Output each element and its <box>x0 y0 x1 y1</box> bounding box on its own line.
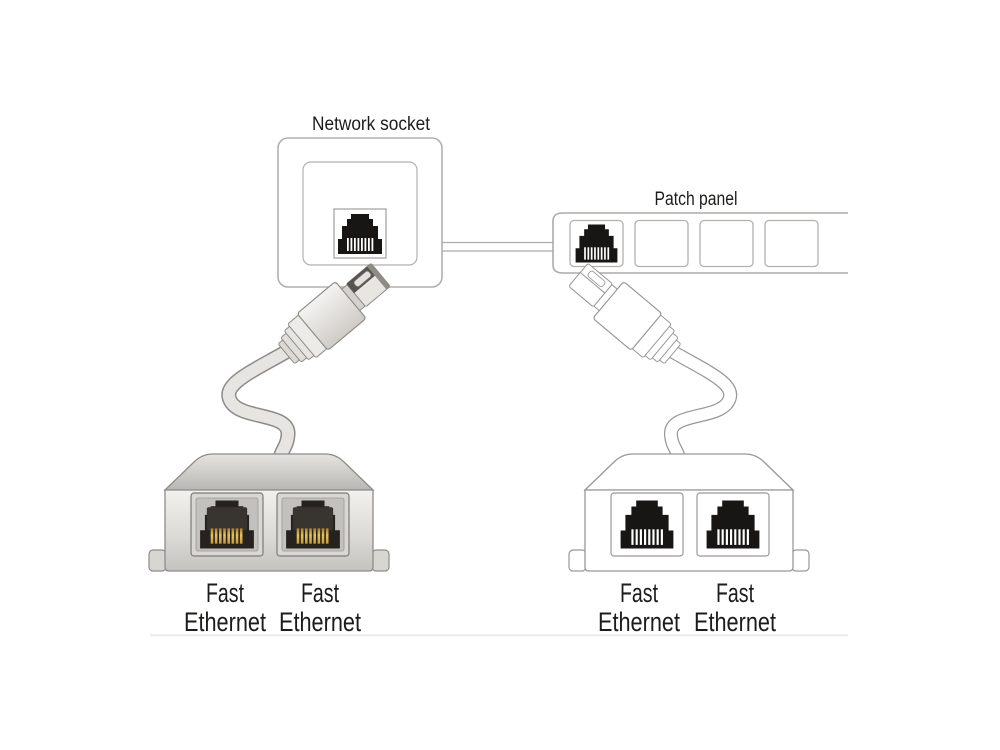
empty-port <box>699 219 754 268</box>
empty-port <box>764 219 819 268</box>
adapter-left-labels: Fast Ethernet Fast Ethernet <box>184 578 361 637</box>
rj45-plug-icon <box>569 263 681 364</box>
port-label-line1: Fast <box>206 578 244 608</box>
ground-shadow-line <box>150 634 848 637</box>
mount-tab <box>568 549 587 572</box>
mount-tab <box>148 549 167 572</box>
cable-left <box>221 341 299 469</box>
rj45-port <box>276 492 350 557</box>
port-label-line1: Fast <box>301 578 339 608</box>
port-label-line2: Ethernet <box>184 607 266 637</box>
port-label-line2: Ethernet <box>598 607 680 637</box>
rj45-jack-icon <box>200 500 254 549</box>
adapter-roof <box>163 453 375 491</box>
network-socket <box>277 137 443 288</box>
rj45-port <box>696 492 770 557</box>
rj45-port <box>610 492 684 557</box>
patch-panel-label: Patch panel <box>655 189 738 210</box>
rj45-plug-icon <box>278 263 391 364</box>
patch-panel <box>552 212 848 274</box>
empty-port <box>634 219 689 268</box>
rj45-port <box>190 492 264 557</box>
cable-right <box>661 342 737 468</box>
adapter-roof <box>583 453 795 491</box>
wall-cable <box>429 241 561 252</box>
port-label-line2: Ethernet <box>279 607 361 637</box>
adapter-left <box>148 453 390 572</box>
port-label-line1: Fast <box>716 578 754 608</box>
mount-tab <box>791 549 810 572</box>
rj45-jack-icon <box>286 500 340 549</box>
adapter-right <box>568 453 810 572</box>
port-label-line2: Ethernet <box>694 607 776 637</box>
network-socket-label: Network socket <box>312 114 431 135</box>
mount-tab <box>371 549 390 572</box>
adapter-right-labels: Fast Ethernet Fast Ethernet <box>598 578 776 637</box>
port-label-line1: Fast <box>620 578 658 608</box>
